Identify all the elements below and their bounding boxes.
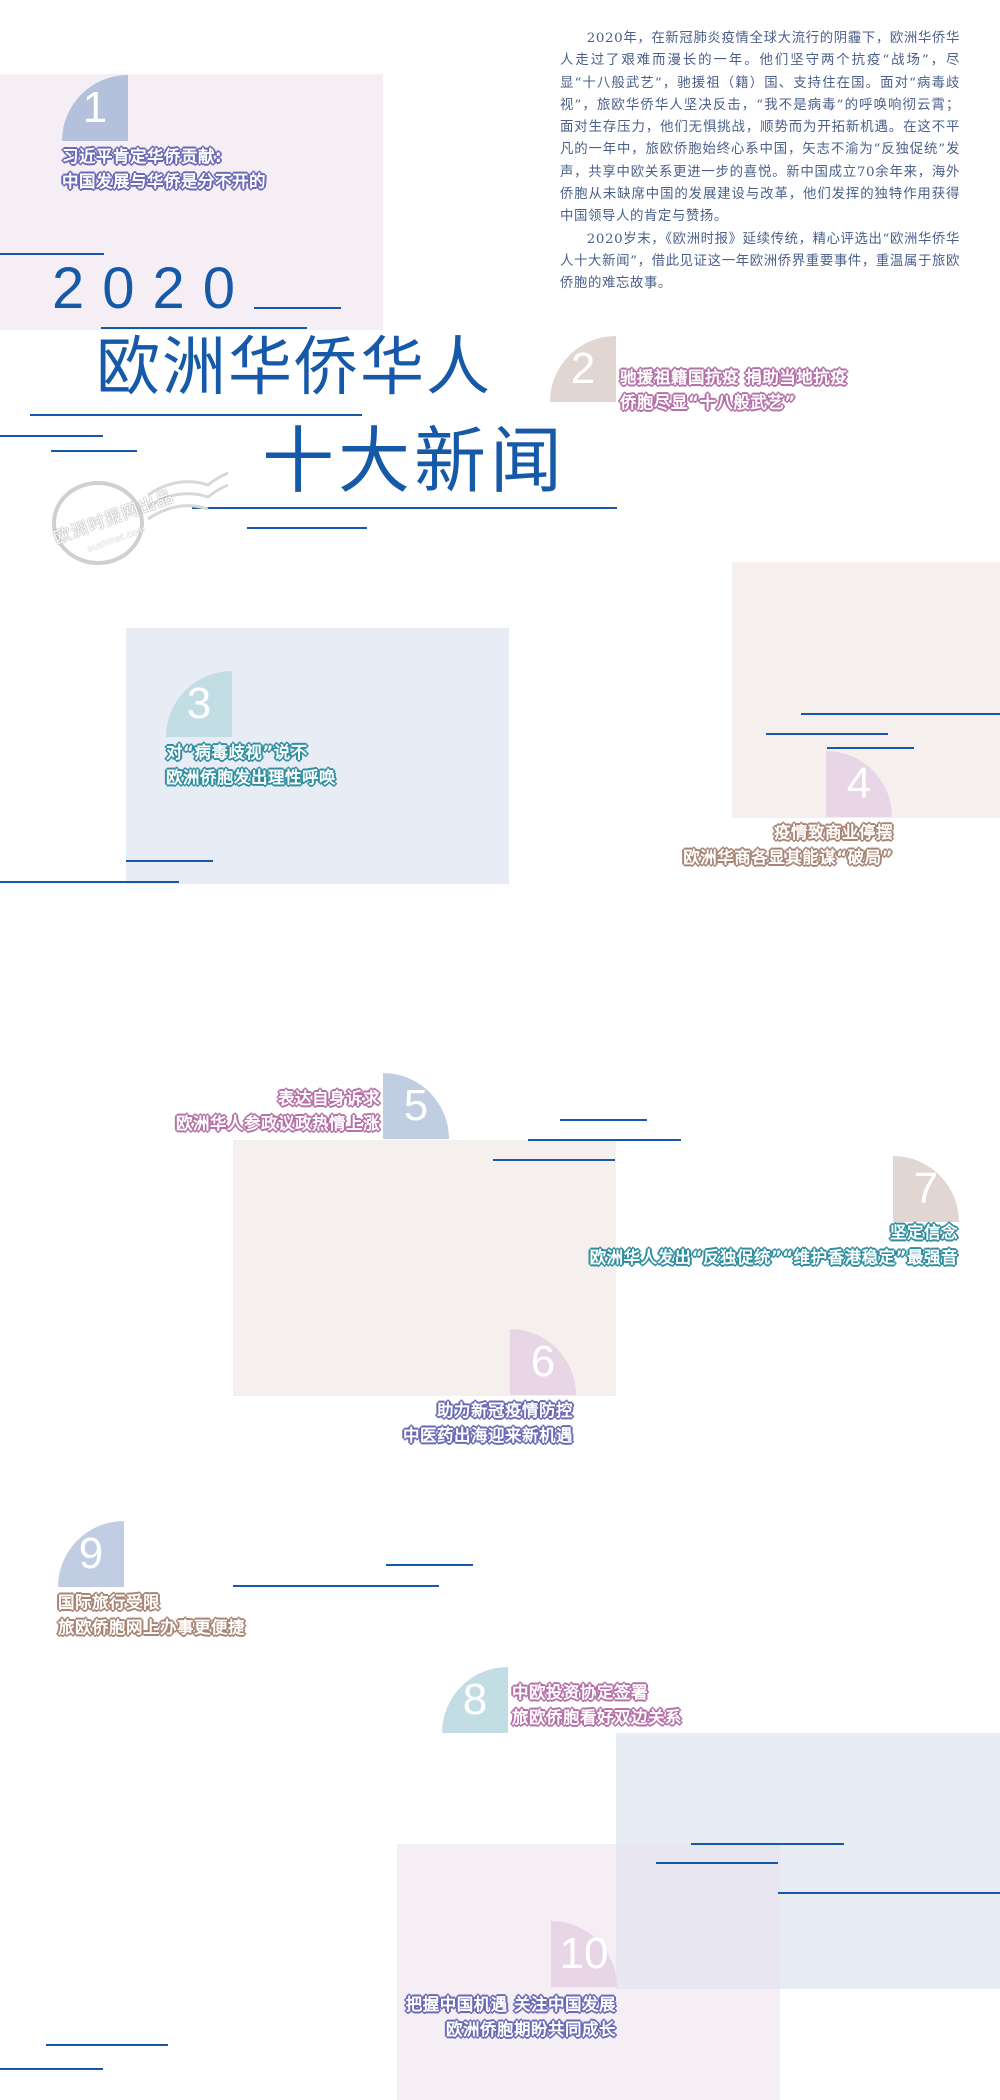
- decor-line: [192, 507, 617, 509]
- news-8-number: 8: [462, 1675, 488, 1724]
- title-line-2: 十大新闻: [262, 419, 567, 503]
- decor-line: [30, 414, 362, 416]
- news-9-line-1: 国际旅行受限: [58, 1593, 160, 1612]
- decor-line: [254, 307, 341, 309]
- news-9-headline[interactable]: 国际旅行受限 旅欧侨胞网上办事更便捷: [58, 1590, 245, 1640]
- publisher-stamp: 欧洲时报网出品 oushinet.com: [38, 455, 229, 575]
- decor-line: [233, 1585, 439, 1587]
- news-3-line-1: 对“病毒歧视”说不: [166, 743, 308, 762]
- decor-line: [528, 1139, 681, 1141]
- news-6-headline[interactable]: 助力新冠疫情防控 中医药出海迎来新机遇: [403, 1398, 573, 1448]
- decor-line: [126, 860, 213, 862]
- decor-line: [560, 1119, 647, 1121]
- intro-text: 2020年，在新冠肺炎疫情全球大流行的阴霾下，欧洲华侨华人走过了艰难而漫长的一年…: [560, 28, 960, 296]
- news-7-badge: 7: [893, 1156, 959, 1222]
- panel-news-1: [0, 74, 383, 330]
- decor-line: [46, 2044, 168, 2046]
- intro-paragraph: 2020年，在新冠肺炎疫情全球大流行的阴霾下，欧洲华侨华人走过了艰难而漫长的一年…: [560, 31, 960, 225]
- news-1-number: 1: [82, 83, 108, 132]
- news-10-number: 10: [559, 1929, 609, 1978]
- news-2-headline[interactable]: 驰援祖籍国抗疫 捐助当地抗疫 侨胞尽显“十八般武艺”: [620, 365, 847, 415]
- news-8-badge: 8: [442, 1667, 508, 1733]
- decor-line: [0, 253, 104, 255]
- news-4-line-1: 疫情致商业停摆: [774, 823, 893, 842]
- stamp-circle-icon: [52, 471, 229, 565]
- decor-line: [247, 527, 367, 529]
- news-5-line-2: 欧洲华人参政议政热情上涨: [176, 1114, 380, 1133]
- decor-line: [656, 1862, 778, 1864]
- news-3-number: 3: [186, 679, 212, 728]
- news-6-line-1: 助力新冠疫情防控: [437, 1401, 573, 1420]
- news-3-line-2: 欧洲侨胞发出理性呼唤: [166, 768, 336, 787]
- news-9-line-2: 旅欧侨胞网上办事更便捷: [58, 1618, 245, 1637]
- intro-paragraph: 2020岁末，《欧洲时报》延续传统，精心评选出“欧洲华侨华人十大新闻”，借此见证…: [560, 231, 960, 292]
- news-2-badge: 2: [550, 336, 616, 402]
- news-9-number: 9: [78, 1529, 104, 1578]
- news-2-line-1: 驰援祖籍国抗疫 捐助当地抗疫: [620, 368, 848, 387]
- decor-line: [0, 435, 103, 437]
- news-9-badge: 9: [58, 1521, 124, 1587]
- decor-line: [778, 1892, 1000, 1894]
- decor-line: [691, 1843, 844, 1845]
- decor-line: [0, 881, 179, 883]
- news-3-headline[interactable]: 对“病毒歧视”说不 欧洲侨胞发出理性呼唤: [166, 740, 336, 790]
- news-2-number: 2: [570, 344, 596, 393]
- news-5-badge: 5: [383, 1073, 449, 1139]
- title-year: 2020: [52, 256, 254, 321]
- news-4-number: 4: [846, 759, 872, 808]
- news-10-line-1: 把握中国机遇 关注中国发展: [405, 1995, 616, 2014]
- news-4-line-2: 欧洲华商各显其能谋“破局”: [683, 848, 893, 867]
- news-7-line-2: 欧洲华人发出“反独促统”“维护香港稳定”最强音: [589, 1248, 958, 1267]
- news-1-badge: 1: [62, 75, 128, 141]
- news-7-headline[interactable]: 坚定信念 欧洲华人发出“反独促统”“维护香港稳定”最强音: [590, 1220, 958, 1270]
- decor-line: [801, 713, 1000, 715]
- news-6-badge: 6: [510, 1329, 576, 1395]
- news-1-line-2: 中国发展与华侨是分不开的: [62, 172, 266, 191]
- decor-line: [493, 1159, 615, 1161]
- decor-line: [0, 2068, 103, 2070]
- news-4-headline[interactable]: 疫情致商业停摆 欧洲华商各显其能谋“破局”: [683, 820, 893, 870]
- decor-line: [766, 733, 888, 735]
- news-1-line-1: 习近平肯定华侨贡献:: [62, 147, 223, 166]
- decor-line: [101, 327, 307, 329]
- decor-line: [827, 747, 914, 749]
- news-10-line-2: 欧洲侨胞期盼共同成长: [446, 2020, 616, 2039]
- decor-line: [51, 450, 137, 452]
- news-5-number: 5: [403, 1081, 429, 1130]
- news-8-line-1: 中欧投资协定签署: [512, 1683, 648, 1702]
- news-7-number: 7: [913, 1164, 939, 1213]
- decor-line: [386, 1564, 473, 1566]
- news-5-headline[interactable]: 表达自身诉求 欧洲华人参政议政热情上涨: [176, 1086, 380, 1136]
- news-2-line-2: 侨胞尽显“十八般武艺”: [620, 393, 796, 412]
- news-8-headline[interactable]: 中欧投资协定签署 旅欧侨胞看好双边关系: [512, 1680, 682, 1730]
- news-10-headline[interactable]: 把握中国机遇 关注中国发展 欧洲侨胞期盼共同成长: [406, 1992, 616, 2042]
- title-line-1: 欧洲华侨华人: [96, 331, 492, 405]
- news-1-headline[interactable]: 习近平肯定华侨贡献: 中国发展与华侨是分不开的: [62, 144, 266, 194]
- panel-news-3: [126, 628, 509, 884]
- news-8-line-2: 旅欧侨胞看好双边关系: [512, 1708, 682, 1727]
- news-10-badge: 10: [551, 1921, 617, 1987]
- news-6-number: 6: [530, 1337, 556, 1386]
- news-5-line-1: 表达自身诉求: [278, 1089, 380, 1108]
- panel-overlap: [616, 1844, 780, 1989]
- news-6-line-2: 中医药出海迎来新机遇: [403, 1426, 573, 1445]
- news-7-line-1: 坚定信念: [890, 1223, 958, 1242]
